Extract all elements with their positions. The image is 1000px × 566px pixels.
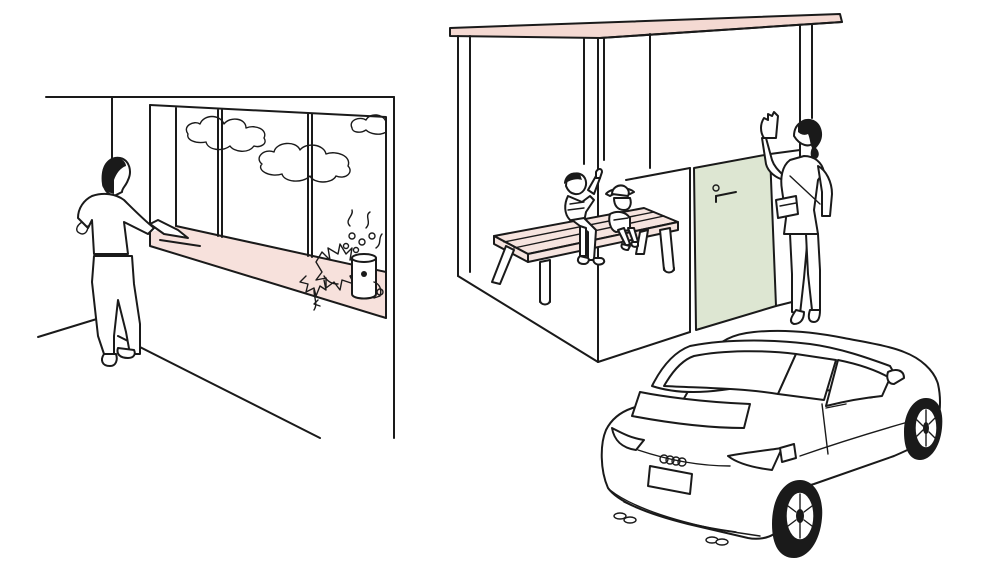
child-with-hat (605, 184, 639, 251)
living-room (37, 96, 395, 439)
floor-line-right (117, 335, 321, 439)
four-rings-emblem-icon (659, 454, 687, 467)
rear-wheel (772, 480, 823, 558)
front-wheel (904, 398, 943, 460)
floor-line-left (37, 317, 101, 338)
woman-waving (760, 111, 833, 325)
cloud-1 (185, 115, 266, 152)
woman-at-window (76, 156, 189, 367)
cloud-2 (258, 142, 351, 183)
license-plate (647, 465, 693, 495)
window-sill (150, 226, 386, 318)
air-purifier-icon (342, 209, 384, 300)
cloud-3 (350, 114, 387, 135)
front-door (693, 149, 801, 331)
child-waving (564, 168, 606, 266)
bay-window (149, 104, 387, 319)
entrance-porch (449, 13, 843, 363)
suv-car (600, 329, 943, 558)
